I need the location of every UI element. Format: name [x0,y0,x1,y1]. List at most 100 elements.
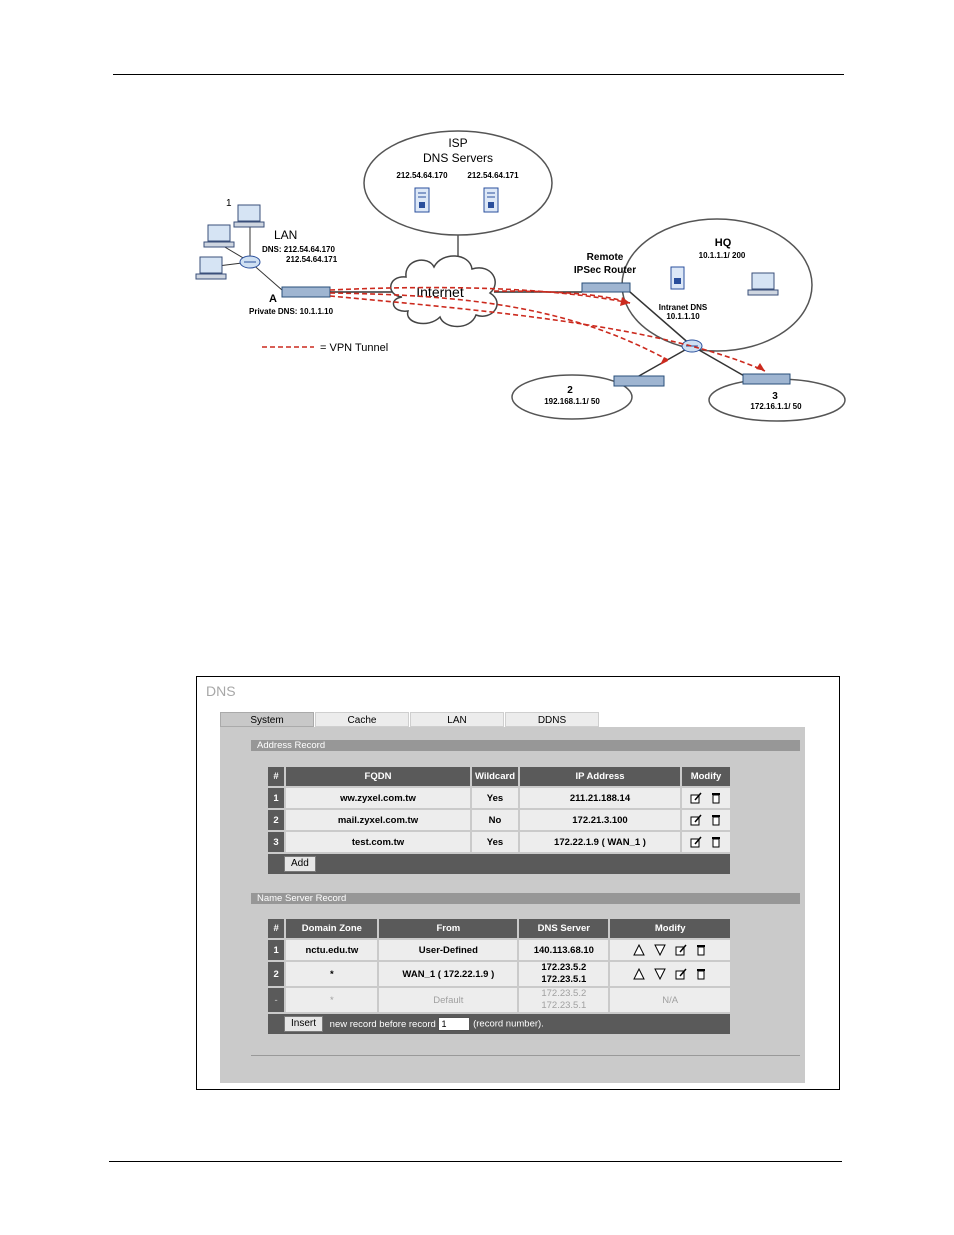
dns-config-screenshot: DNS System Cache LAN DDNS Address Record… [196,676,840,1090]
vpn-legend-label: = VPN Tunnel [320,342,388,354]
network-diagram: ISP DNS Servers 212.54.64.170 212.54.64.… [195,130,846,422]
col-fqdn: FQDN [284,765,472,788]
row-modify [680,830,732,854]
row-modify: N/A [608,986,732,1014]
network-3-address: 172.16.1.1/ 50 [750,402,802,411]
move-up-icon[interactable] [633,944,646,956]
hq-address: 10.1.1.1/ 200 [699,251,746,260]
row-index: 3 [266,830,286,854]
tab-lan[interactable]: LAN [410,712,504,727]
intranet-dns-line2: 10.1.1.10 [666,312,700,321]
network-3-label: 3 [772,391,778,402]
table-row: 2 mail.zyxel.com.tw No 172.21.3.100 [266,808,732,832]
internet-label: Internet [416,284,464,300]
col-ip-address: IP Address [518,765,682,788]
computer-icon [203,224,235,248]
table-footer: Insert new record before record 1 (recor… [266,1012,732,1036]
server-icon [483,187,499,213]
row-domain-zone: * [284,986,380,1014]
row-fqdn: test.com.tw [284,830,472,854]
isp-dns1: 212.54.64.170 [396,171,448,180]
footer-rule [109,1161,842,1162]
record-number-input[interactable]: 1 [438,1017,471,1031]
col-domain-zone: Domain Zone [284,917,380,940]
header-rule [113,74,844,75]
computer-icon [233,204,265,228]
router-a-icon [281,286,331,298]
remote-label-line2: IPSec Router [574,265,636,276]
row-index: 2 [266,808,286,832]
insert-record-button[interactable]: Insert [284,1016,324,1032]
row-dns-server: 172.23.5.2 172.23.5.1 [517,960,611,988]
address-record-header: Address Record [251,740,800,751]
edit-icon[interactable] [690,814,702,826]
lan-dns2: 212.54.64.171 [286,255,338,264]
dns-server-secondary: 172.23.5.1 [541,974,587,985]
router-3-icon [742,373,791,385]
row-modify [608,938,732,962]
row-wildcard: Yes [470,786,520,810]
address-record-table: # FQDN Wildcard IP Address Modify 1 ww.z… [266,765,732,876]
name-server-record-header: Name Server Record [251,893,800,904]
hq-hub-icon [681,339,703,353]
row-ip: 172.22.1.9 ( WAN_1 ) [518,830,682,854]
row-fqdn: mail.zyxel.com.tw [284,808,472,832]
col-modify: Modify [608,917,732,940]
row-ip: 211.21.188.14 [518,786,682,810]
router-2-icon [613,375,665,387]
table-row-default: - * Default 172.23.5.2 172.23.5.1 N/A [265,986,732,1014]
private-dns: Private DNS: 10.1.1.10 [249,307,334,316]
table-row: 2 * WAN_1 ( 172.22.1.9 ) 172.23.5.2 172.… [265,960,732,988]
computer-icon [195,256,227,280]
remote-router-icon [581,282,631,293]
add-record-button[interactable]: Add [284,856,316,872]
isp-dns2: 212.54.64.171 [467,171,519,180]
network-2-address: 192.168.1.1/ 50 [544,397,600,406]
trash-icon[interactable] [695,944,707,956]
dns-page-title: DNS [206,683,236,699]
edit-icon[interactable] [690,792,702,804]
row-index: 2 [265,960,287,988]
col-from: From [377,917,520,940]
table-row: 1 ww.zyxel.com.tw Yes 211.21.188.14 [266,786,732,810]
move-down-icon[interactable] [654,944,666,956]
trash-icon[interactable] [710,792,722,804]
computer-icon [747,272,779,296]
row-index: 1 [266,786,286,810]
row-ip: 172.21.3.100 [518,808,682,832]
router-a-label: A [269,293,277,305]
insert-text: new record before record [329,1018,436,1030]
edit-icon[interactable] [690,836,702,848]
dns-server-primary: 172.23.5.2 [541,962,587,973]
edit-icon[interactable] [675,968,687,980]
bottom-divider [251,1055,800,1056]
tab-cache[interactable]: Cache [315,712,409,727]
tab-ddns[interactable]: DDNS [505,712,599,727]
server-icon [414,187,430,213]
row-from: User-Defined [377,938,520,962]
row-modify [680,786,732,810]
name-server-record-table: # Domain Zone From DNS Server Modify 1 n… [265,917,732,1036]
tab-system[interactable]: System [220,712,314,727]
move-up-icon[interactable] [633,968,646,980]
dns-server-primary: 172.23.5.2 [541,988,587,999]
insert-suffix: (record number). [473,1018,544,1030]
col-modify: Modify [680,765,732,788]
trash-icon[interactable] [695,968,707,980]
edit-icon[interactable] [675,944,687,956]
vpn-arrowheads [620,297,765,371]
row-dns-server: 172.23.5.2 172.23.5.1 [517,986,611,1014]
col-wildcard: Wildcard [470,765,520,788]
remote-label-line1: Remote [587,252,624,263]
hq-title: HQ [715,237,732,249]
table-row: 3 test.com.tw Yes 172.22.1.9 ( WAN_1 ) [266,830,732,854]
tab-content-system: Address Record # FQDN Wildcard IP Addres… [220,727,805,1083]
move-down-icon[interactable] [654,968,666,980]
col-dns-server: DNS Server [517,917,611,940]
trash-icon[interactable] [710,836,722,848]
row-modify [608,960,732,988]
vpn-tunnels [329,286,766,372]
row-fqdn: ww.zyxel.com.tw [284,786,472,810]
trash-icon[interactable] [710,814,722,826]
row-index: - [265,986,287,1014]
